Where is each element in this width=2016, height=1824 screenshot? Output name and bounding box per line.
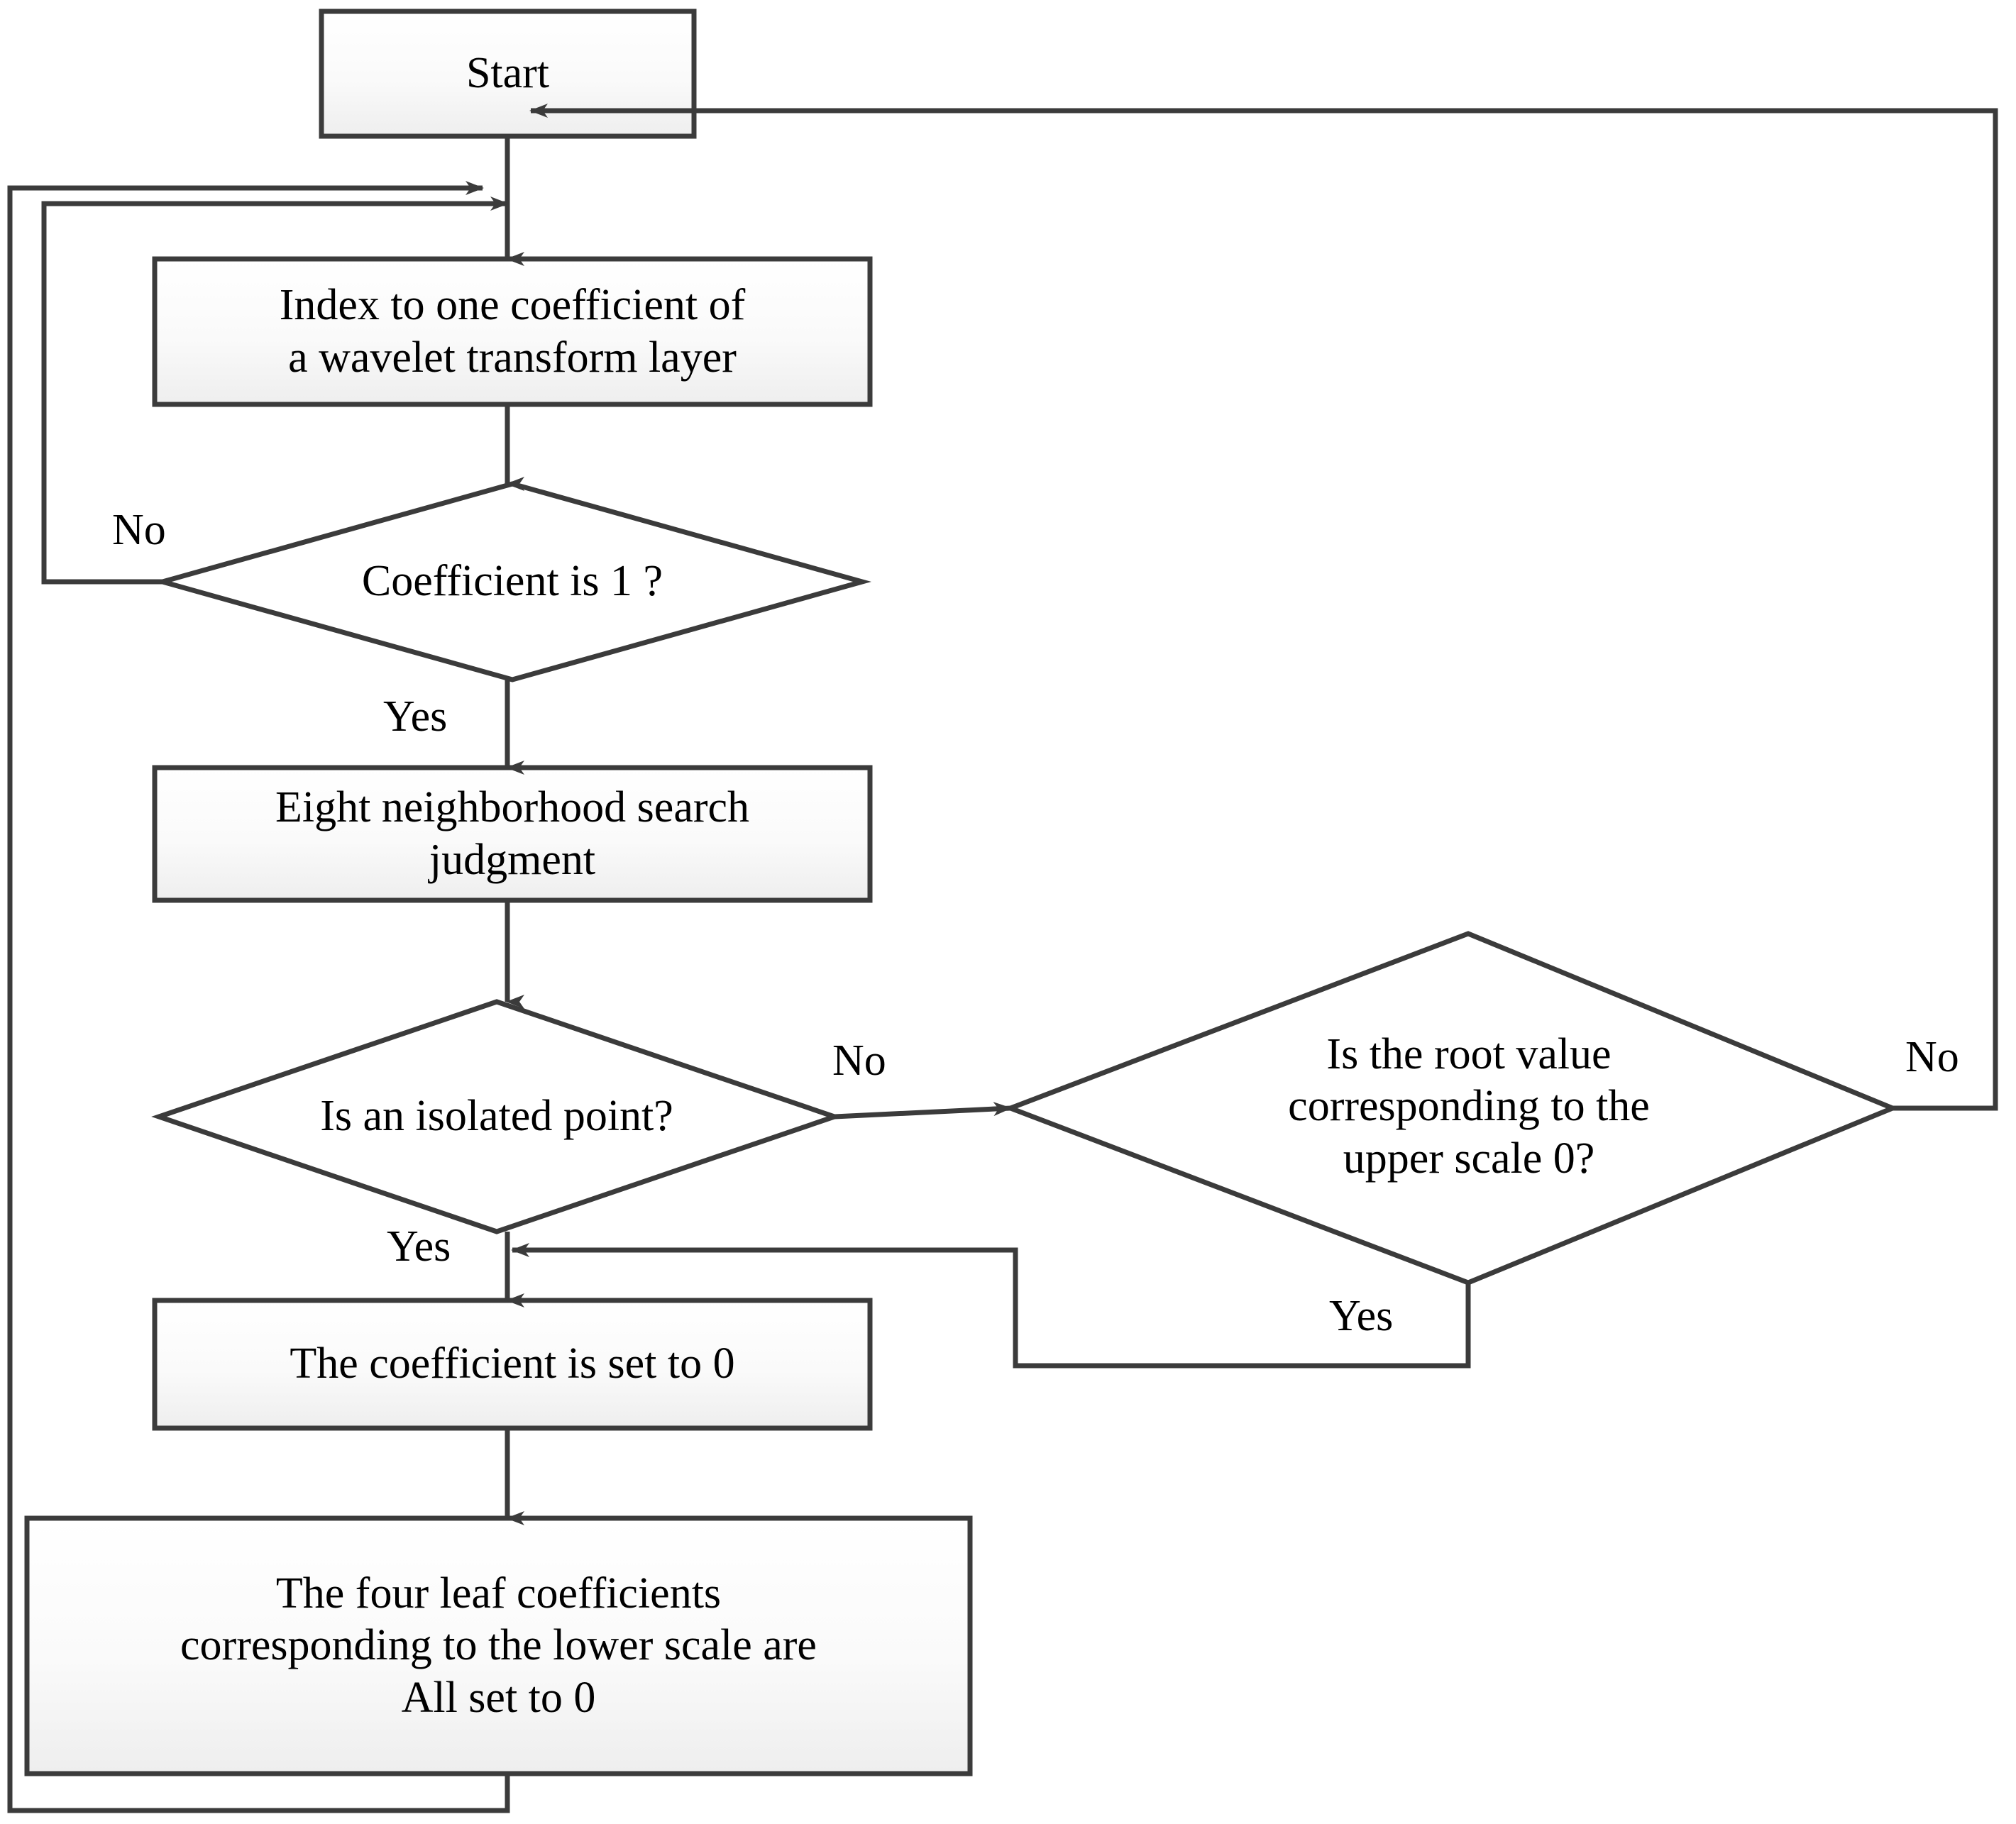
node-coefficient-set-zero-shape <box>152 1298 873 1431</box>
node-start-shape <box>319 9 697 139</box>
node-eight-neighborhood-shape <box>152 765 873 903</box>
node-index-coefficient-shape <box>152 256 873 407</box>
edge-root-no-loop <box>529 104 1998 1111</box>
node-four-leaf-coefficients-shape <box>24 1515 973 1776</box>
node-root-value-upper-scale-shape <box>1003 931 1900 1286</box>
edge-root-yes-to-set-zero <box>511 1243 1471 1369</box>
edge-coefficient-no-loop <box>41 197 509 585</box>
node-is-isolated-point-shape <box>151 999 842 1234</box>
node-coefficient-is-one-shape <box>153 481 871 682</box>
edge-four-leaf-loop-back <box>7 181 510 1813</box>
edge-isolated-no-to-root-value <box>834 1102 1012 1120</box>
